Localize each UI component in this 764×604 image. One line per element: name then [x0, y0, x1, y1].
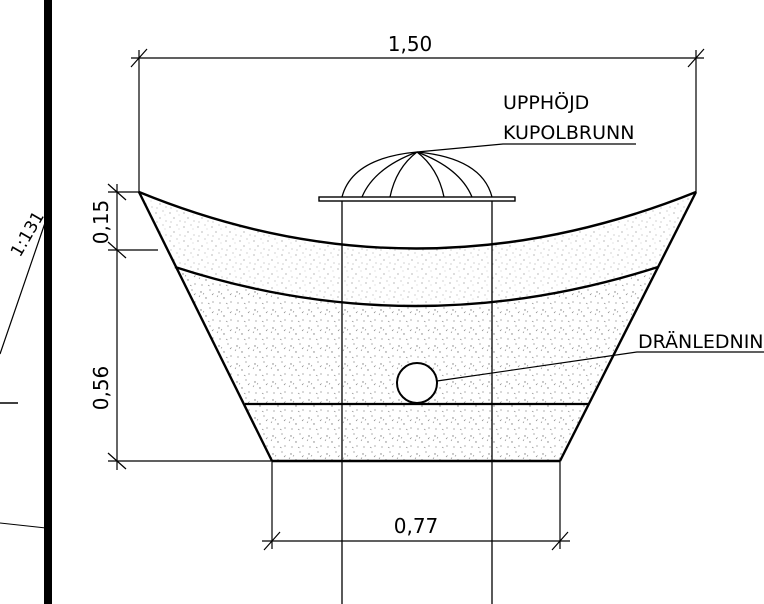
- dimension-top-width: [130, 48, 705, 192]
- bottom-width-tick-left: [263, 531, 281, 551]
- frame-border-thick: [44, 0, 52, 604]
- dome-outline: [341, 151, 493, 198]
- depth-tick-top: [107, 183, 127, 201]
- slope-detail: [0, 219, 47, 529]
- ground-surface-curve: [138, 190, 697, 250]
- kupolbrunn-label-line2: KUPOLBRUNN: [503, 122, 634, 144]
- drain-pipe: [396, 362, 438, 404]
- kupolbrunn-leader: [416, 143, 636, 153]
- dome-well: [318, 151, 516, 604]
- lower-depth-value: 0,56: [89, 366, 113, 411]
- kupolbrunn-label-line1: UPPHÖJD: [503, 91, 589, 114]
- dimension-depths: [107, 183, 272, 470]
- leader-lines: [416, 143, 764, 382]
- drawing-frame: [44, 0, 52, 604]
- ground-line-left: [0, 522, 47, 529]
- dome-rib-3: [416, 151, 445, 198]
- depth-tick-bottom: [107, 452, 127, 470]
- dome-rib-4: [416, 151, 473, 198]
- dranledning-leader: [436, 351, 764, 382]
- dome-rib-2: [389, 151, 418, 198]
- well-flange: [318, 196, 516, 202]
- depth-tick-mid: [107, 241, 127, 259]
- slope-line: [0, 219, 47, 355]
- dome-rib-1: [361, 151, 418, 198]
- trench-left-wall: [137, 191, 274, 462]
- bottom-width-value: 0,77: [394, 514, 439, 538]
- top-width-tick-right: [687, 48, 705, 68]
- trench-fill: [139, 192, 696, 461]
- dranledning-label: DRÄNLEDNING: [638, 330, 764, 353]
- top-width-value: 1,50: [388, 32, 433, 56]
- dimension-bottom-width: [262, 461, 570, 551]
- top-layer-depth-value: 0,15: [89, 200, 113, 245]
- bottom-width-tick-right: [551, 531, 569, 551]
- slope-ratio-label: 1:131: [7, 208, 49, 260]
- top-width-tick-left: [130, 48, 148, 68]
- layer-boundary-curve: [174, 265, 659, 308]
- trench-right-wall: [558, 191, 698, 462]
